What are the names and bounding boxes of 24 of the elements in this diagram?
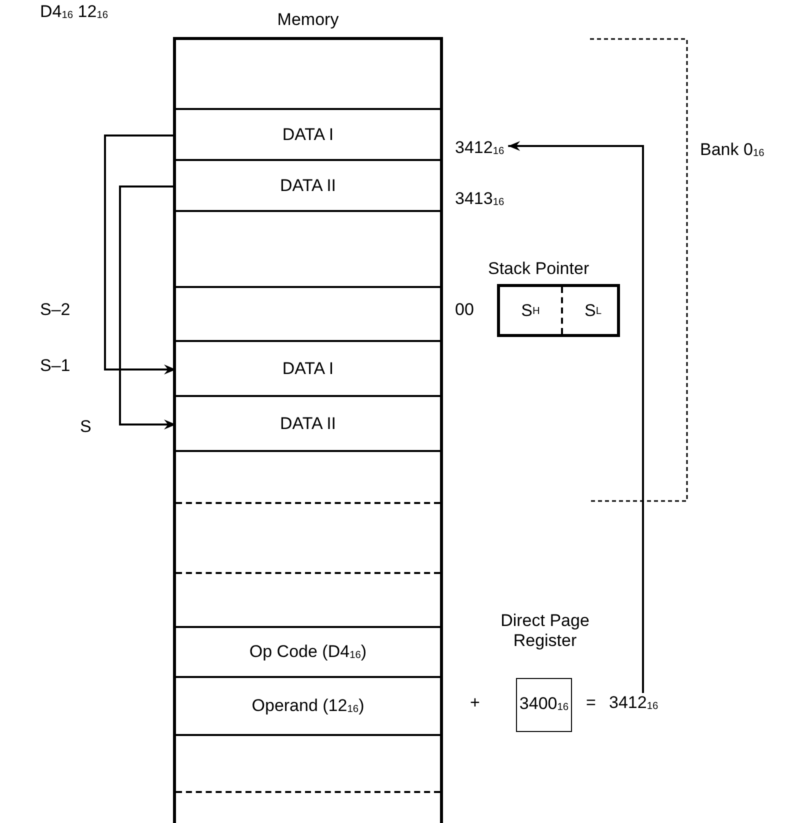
register-heading: Stack Pointer	[488, 259, 590, 279]
text-label: D4$_{16}$ 12$_{16}$	[40, 2, 108, 22]
column-heading: Memory	[276, 10, 340, 30]
result-text: 3412$_{16}$	[609, 693, 658, 713]
arrow	[104, 134, 176, 374]
arrow	[119, 186, 176, 430]
register-heading: Direct Page Register	[500, 611, 590, 651]
cell-label: DATA II	[280, 414, 336, 434]
cell-label: Operand (12$_{16}$)	[252, 696, 364, 716]
cell-label: DATA I	[282, 358, 334, 378]
text-label: 3413$_{16}$	[455, 189, 504, 209]
text-label: 00	[455, 300, 474, 320]
text-label: S–1	[40, 356, 70, 376]
text-label: S–2	[40, 300, 70, 320]
cell-label: DATA II	[280, 176, 336, 196]
text-label: =	[586, 693, 596, 713]
text-label: Bank 0$_{16}$	[700, 140, 764, 160]
cell-label: Op Code (D4$_{16}$)	[249, 642, 367, 662]
text-label: S	[80, 417, 92, 437]
register-value: 3400$_{16}$	[518, 694, 570, 714]
address-text: 3412$_{16}$	[455, 138, 504, 158]
text-label: +	[470, 693, 480, 713]
arrow	[508, 141, 644, 693]
cell-label: DATA I	[282, 124, 334, 144]
